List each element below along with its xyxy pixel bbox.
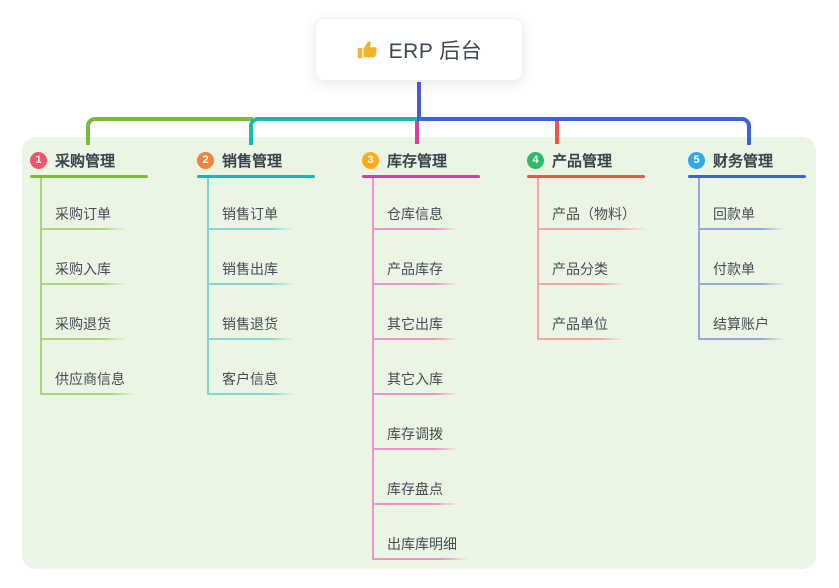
branch-sales: 2 销售管理 销售订单 销售出库 销售退货 客户信息 [197,150,357,395]
connector-trunk [417,82,421,118]
child-node[interactable]: 付款单 [698,257,785,285]
branch-underline [30,175,148,178]
root-node-label: ERP 后台 [388,39,483,63]
branch-node-sales[interactable]: 2 销售管理 [197,150,357,170]
branch-label: 财务管理 [713,152,774,170]
branch-underline [197,175,315,178]
branch-label: 销售管理 [222,152,283,170]
branch-number-badge: 4 [527,151,544,169]
branches-background-panel [22,137,816,569]
child-label: 销售退货 [222,316,278,332]
connector-elbow-finance [417,117,751,145]
connector-elbow-purchase [86,117,253,145]
child-node[interactable]: 销售出库 [207,257,294,285]
branch-underline [362,175,480,178]
child-label: 库存盘点 [387,481,443,497]
child-node[interactable]: 产品单位 [537,312,624,340]
branch-node-inventory[interactable]: 3 库存管理 [362,150,522,170]
child-label: 供应商信息 [55,371,125,387]
branch-connector-line [372,178,374,559]
child-node[interactable]: 销售退货 [207,312,294,340]
child-node[interactable]: 结算账户 [698,312,785,340]
branch-connector-line [40,178,42,394]
branch-connector-line [537,178,539,339]
child-label: 回款单 [713,206,755,222]
branch-connector-line [207,178,209,394]
child-label: 产品分类 [552,261,608,277]
child-label: 仓库信息 [387,206,443,222]
child-label: 其它入库 [387,371,443,387]
branch-connector-line [698,178,700,339]
child-label: 采购退货 [55,316,111,332]
branch-node-purchase[interactable]: 1 采购管理 [30,150,190,170]
child-node[interactable]: 产品（物料） [537,202,648,230]
connector-drop-product [555,119,559,144]
branch-number-badge: 5 [688,151,705,169]
child-label: 库存调拨 [387,426,443,442]
branch-label: 采购管理 [55,152,116,170]
child-node[interactable]: 采购订单 [40,202,127,230]
child-label: 其它出库 [387,316,443,332]
child-node[interactable]: 回款单 [698,202,785,230]
branch-underline [688,175,806,178]
branch-label: 库存管理 [387,152,448,170]
child-label: 产品单位 [552,316,608,332]
connector-drop-inventory [415,119,419,144]
child-label: 销售订单 [222,206,278,222]
child-label: 采购入库 [55,261,111,277]
branch-label: 产品管理 [552,152,613,170]
branch-purchase: 1 采购管理 采购订单 采购入库 采购退货 供应商信息 [30,150,190,395]
branch-node-finance[interactable]: 5 财务管理 [688,150,839,170]
child-label: 采购订单 [55,206,111,222]
branch-underline [527,175,645,178]
child-node[interactable]: 出库库明细 [372,532,469,560]
child-label: 结算账户 [713,316,769,332]
child-label: 产品（物料） [552,206,636,222]
child-node[interactable]: 库存盘点 [372,477,459,505]
child-node[interactable]: 采购入库 [40,257,127,285]
child-node[interactable]: 销售订单 [207,202,294,230]
child-node[interactable]: 客户信息 [207,367,294,395]
root-node[interactable]: ERP 后台 [315,18,523,81]
branch-number-badge: 2 [197,151,214,169]
branch-node-product[interactable]: 4 产品管理 [527,150,687,170]
child-node[interactable]: 产品库存 [372,257,459,285]
child-node[interactable]: 采购退货 [40,312,127,340]
child-node[interactable]: 其它入库 [372,367,459,395]
branch-inventory: 3 库存管理 仓库信息 产品库存 其它出库 其它入库 库存调拨 库存盘点 出库库… [362,150,522,560]
child-node[interactable]: 产品分类 [537,257,624,285]
child-label: 产品库存 [387,261,443,277]
branch-number-badge: 1 [30,151,47,169]
thumbs-up-icon [356,38,379,61]
child-node[interactable]: 其它出库 [372,312,459,340]
child-node[interactable]: 仓库信息 [372,202,459,230]
child-label: 付款单 [713,261,755,277]
connector-elbow-sales [249,117,417,145]
branch-number-badge: 3 [362,151,379,169]
child-label: 客户信息 [222,371,278,387]
child-label: 销售出库 [222,261,278,277]
child-label: 出库库明细 [387,536,457,552]
child-node[interactable]: 供应商信息 [40,367,137,395]
child-node[interactable]: 库存调拨 [372,422,459,450]
branch-finance: 5 财务管理 回款单 付款单 结算账户 [688,150,839,340]
branch-product: 4 产品管理 产品（物料） 产品分类 产品单位 [527,150,687,340]
